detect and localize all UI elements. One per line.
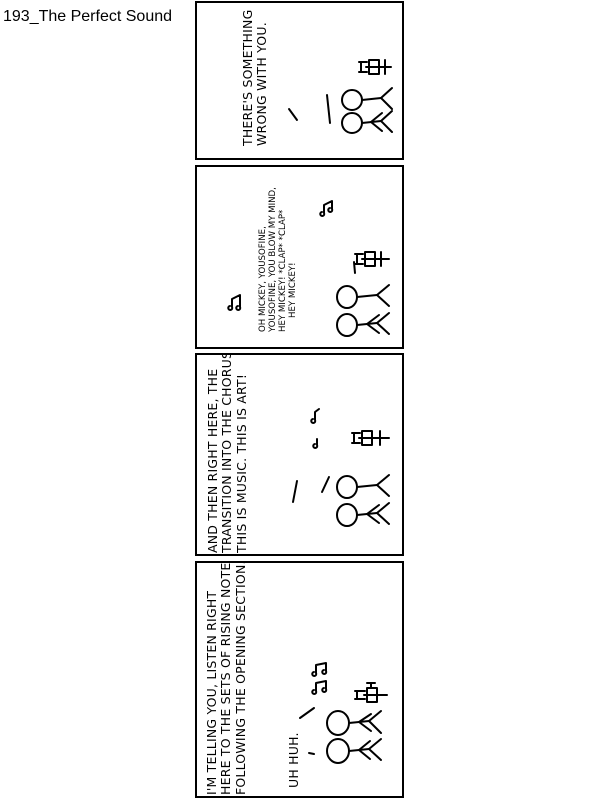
- comic-panel-1: I'M TELLING YOU, LISTEN RIGHT HERE TO TH…: [195, 561, 404, 798]
- panel-1-line-1: I'M TELLING YOU, LISTEN RIGHT: [204, 590, 219, 795]
- panel-2-line-1: AND THEN RIGHT HERE, THE: [205, 368, 220, 553]
- panel-4-drawing: [288, 59, 393, 134]
- panel-1-drawing: [299, 662, 388, 764]
- panel-2-line-2: TRANSITION INTO THE CHORUS,: [219, 353, 235, 553]
- panel-1-line-2: HERE TO THE SETS OF RISING NOTES: [218, 561, 234, 795]
- panel-3-drawing: [227, 200, 390, 337]
- comic-panel-3: OH MICKEY, YOUSOFINE, YOUSOFINE, YOU BLO…: [195, 165, 404, 349]
- panel-4-caption: THERE'S SOMETHING WRONG WITH YOU.: [240, 9, 270, 146]
- panel-4-line-2: WRONG WITH YOU.: [254, 22, 270, 146]
- comic-panel-4: THERE'S SOMETHING WRONG WITH YOU.: [195, 1, 404, 160]
- panel-2-drawing: [292, 408, 390, 527]
- panel-3-caption: OH MICKEY, YOUSOFINE, YOUSOFINE, YOU BLO…: [258, 187, 299, 332]
- panel-4-line-1: THERE'S SOMETHING: [240, 9, 255, 146]
- panel-2-caption: AND THEN RIGHT HERE, THE TRANSITION INTO…: [205, 353, 249, 553]
- panel-2-line-3: THIS IS MUSIC. THIS IS ART!: [233, 373, 249, 553]
- panel-1-line-3: FOLLOWING THE OPENING SECTION.: [232, 561, 248, 795]
- panel-1-reply: UH HUH.: [286, 732, 301, 788]
- comic-title: 193_The Perfect Sound: [3, 8, 173, 25]
- panel-3-line-4: HEY MICKEY!: [287, 262, 298, 318]
- panel-1-caption: I'M TELLING YOU, LISTEN RIGHT HERE TO TH…: [204, 561, 248, 795]
- comic-panel-2: AND THEN RIGHT HERE, THE TRANSITION INTO…: [195, 353, 404, 556]
